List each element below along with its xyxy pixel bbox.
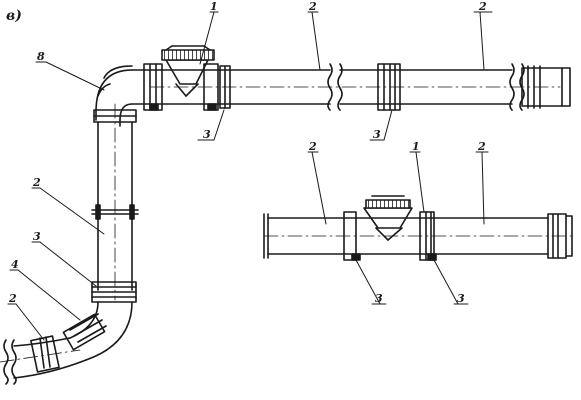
leader-lines bbox=[7, 11, 493, 341]
callout-support-lower-b: 3 bbox=[457, 292, 465, 305]
callout-labels: 1 2 2 8 3 3 2 1 2 3 3 2 3 4 2 bbox=[8, 0, 487, 305]
figure-label: в) bbox=[6, 8, 22, 24]
callout-pipe-lower-a: 2 bbox=[308, 140, 317, 153]
callout-pipe-upper-a: 2 bbox=[308, 0, 317, 13]
callout-support-lower-a: 3 bbox=[375, 292, 383, 305]
callout-riser-coupling: 3 bbox=[33, 230, 41, 243]
tee-fitting-upper bbox=[161, 45, 215, 97]
callout-elbow: 8 bbox=[37, 50, 45, 63]
upper-pipe-run bbox=[131, 45, 571, 111]
callout-pipe-upper-b: 2 bbox=[478, 0, 487, 13]
callout-pipe-lower-b: 2 bbox=[477, 140, 486, 153]
callout-fitting-upper: 1 bbox=[210, 0, 218, 13]
callout-fitting-lower: 1 bbox=[412, 140, 420, 153]
callout-riser-pipe: 2 bbox=[32, 176, 41, 189]
lower-pipe-run bbox=[263, 195, 575, 261]
tee-fitting-lower bbox=[363, 195, 413, 241]
riser-pipe bbox=[0, 65, 139, 385]
callout-support-upper-b: 3 bbox=[373, 128, 381, 141]
callout-support-upper-a: 3 bbox=[203, 128, 211, 141]
callout-riser-outlet: 2 bbox=[8, 292, 17, 305]
callout-riser-bend: 4 bbox=[11, 258, 19, 271]
